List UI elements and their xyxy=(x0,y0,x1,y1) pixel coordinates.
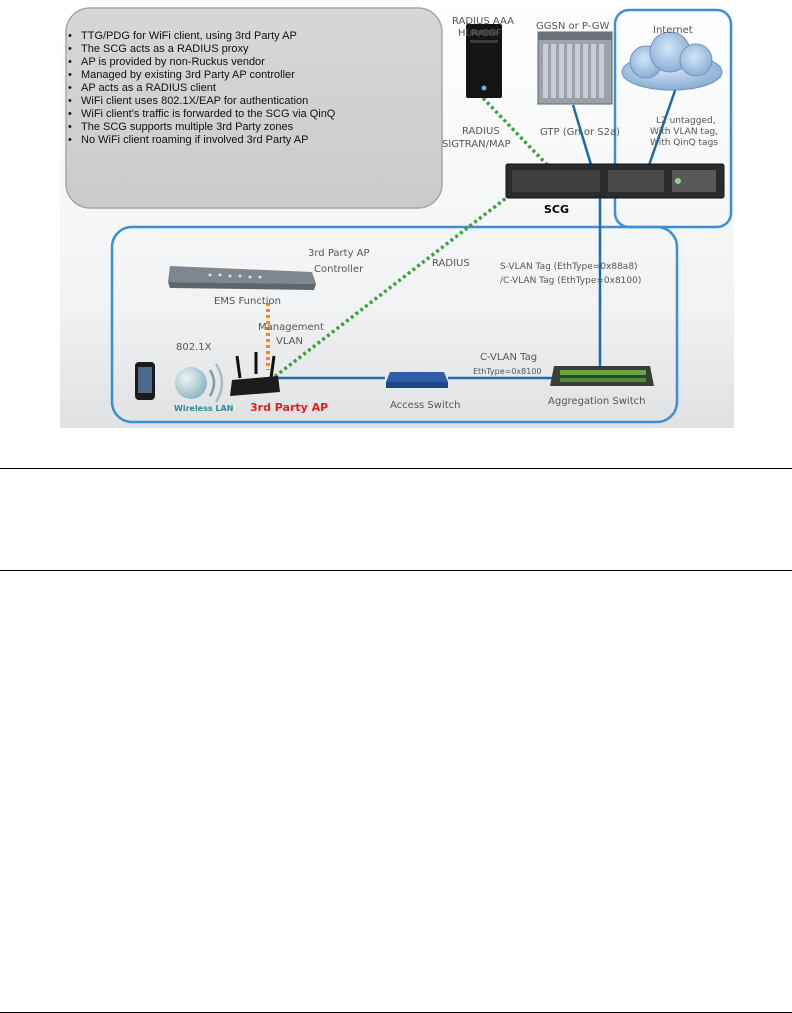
ggsn-label: GGSN or P-GW xyxy=(536,21,610,32)
sigtran-label: SIGTRAN/MAP xyxy=(442,139,511,150)
cvlan-ethtype-label: /C-VLAN Tag (EthType=0x8100) xyxy=(500,276,642,286)
scg-label: SCG xyxy=(544,203,570,216)
bullet-item: No WiFi client roaming if involved 3rd P… xyxy=(68,134,442,147)
bullet-item: WiFi client uses 802.1X/EAP for authenti… xyxy=(68,95,442,108)
l2-untagged-label: L2 untagged, xyxy=(656,116,716,126)
bullet-item: WiFi client's traffic is forwarded to th… xyxy=(68,108,442,121)
bullet-item: The SCG acts as a RADIUS proxy xyxy=(68,43,442,56)
bullet-item: AP is provided by non-Ruckus vendor xyxy=(68,56,442,69)
gtp-label: GTP (Gn or S2a) xyxy=(540,127,621,138)
smartphone-icon xyxy=(135,362,155,400)
dot1x-label: 802.1X xyxy=(176,342,212,353)
hlr-cgf-label: HLR/CGF xyxy=(458,28,502,39)
radius-aaa-label: RADIUS AAA xyxy=(452,16,514,27)
access-switch-label: Access Switch xyxy=(390,400,461,411)
scg-appliance-icon xyxy=(505,163,725,199)
wireless-lan-label: Wireless LAN xyxy=(174,404,234,413)
controller-icon xyxy=(168,266,316,290)
radius-upper-label: RADIUS xyxy=(462,126,500,137)
internet-label: Internet xyxy=(653,25,693,36)
access-switch-icon xyxy=(386,372,448,388)
qinq-tags-label: With QinQ tags xyxy=(650,138,718,148)
radius-server-icon xyxy=(466,24,502,98)
ethtype-label: EthType=0x8100 xyxy=(473,367,542,376)
divider-line xyxy=(0,468,792,469)
third-party-ap-label: 3rd Party AP xyxy=(250,401,329,414)
ems-function-label: EMS Function xyxy=(214,296,282,307)
bullet-item: TTG/PDG for WiFi client, using 3rd Party… xyxy=(68,30,442,43)
data-links xyxy=(278,81,680,380)
aggregation-switch-icon xyxy=(550,366,654,386)
radius-middle-label: RADIUS xyxy=(432,258,470,269)
vlan-tag-label: With VLAN tag, xyxy=(650,127,719,137)
cvlan-label: C-VLAN Tag xyxy=(480,352,538,363)
ggsn-chassis-icon xyxy=(537,31,613,105)
controller-label-line2: Controller xyxy=(314,264,364,275)
management-label: Management xyxy=(258,322,324,333)
bullet-item: The SCG supports multiple 3rd Party zone… xyxy=(68,121,442,134)
internet-cloud-icon xyxy=(621,31,723,91)
divider-line xyxy=(0,570,792,571)
network-diagram: TTG/PDG for WiFi client, using 3rd Party… xyxy=(60,0,734,428)
aggregation-switch-label: Aggregation Switch xyxy=(548,396,646,407)
radius-links xyxy=(271,96,552,380)
svlan-tag-label: S-VLAN Tag (EthType=0x88a8) xyxy=(500,262,638,272)
bullet-item: AP acts as a RADIUS client xyxy=(68,82,442,95)
access-zone xyxy=(110,225,679,424)
internet-zone xyxy=(613,8,733,229)
controller-label-line1: 3rd Party AP xyxy=(308,248,370,259)
bullet-item: Managed by existing 3rd Party AP control… xyxy=(68,69,442,82)
access-point-icon xyxy=(230,352,280,396)
vlan-label: VLAN xyxy=(276,336,303,347)
feature-bullet-list: TTG/PDG for WiFi client, using 3rd Party… xyxy=(68,30,442,147)
wireless-orb-icon xyxy=(175,363,224,403)
